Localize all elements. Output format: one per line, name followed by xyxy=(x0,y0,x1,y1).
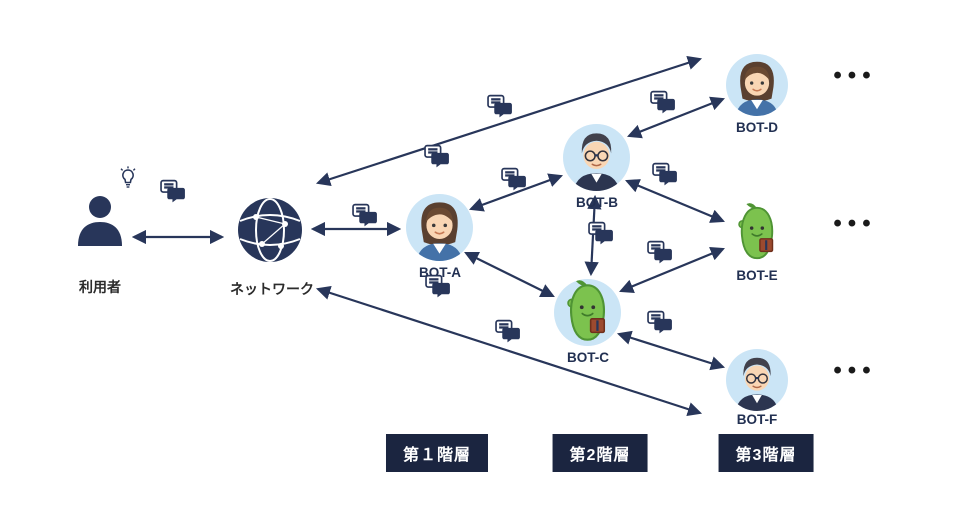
bot-c-avatar xyxy=(554,279,621,346)
bot-c-label: BOT-C xyxy=(567,350,609,365)
chat-icon xyxy=(647,240,674,264)
user-icon xyxy=(70,190,130,250)
bot-d-label: BOT-D xyxy=(736,120,778,135)
tier-3-badge: 第3階層 xyxy=(718,434,814,472)
bot-f-label: BOT-F xyxy=(736,412,778,427)
chat-icon xyxy=(425,274,452,298)
arrow-bot-a-bot-b xyxy=(468,173,564,212)
woman-avatar-icon xyxy=(726,54,788,116)
arrow-bot-b-bot-d xyxy=(627,96,725,139)
user-label: 利用者 xyxy=(79,279,121,295)
chat-icon xyxy=(487,94,514,118)
chat-icon xyxy=(650,90,677,114)
bot-d-avatar xyxy=(726,54,788,116)
chat-icon xyxy=(652,162,679,186)
arrow-network-bot-d xyxy=(315,55,703,187)
chat-icon xyxy=(352,203,379,227)
bot-b-label: BOT-B xyxy=(576,195,618,210)
bot-f-avatar xyxy=(726,349,788,411)
arrow-bot-c-bot-f xyxy=(616,330,726,371)
ellipsis-row-f: ••• xyxy=(833,357,877,384)
ellipsis-row-d: ••• xyxy=(833,62,877,89)
man-avatar-icon xyxy=(726,349,788,411)
arrow-bot-a-bot-c xyxy=(464,251,555,298)
chat-icon xyxy=(495,319,522,343)
chat-icon xyxy=(647,310,674,334)
arrow-network-bot-f xyxy=(315,285,703,417)
network-globe-icon xyxy=(234,194,306,266)
arrow-bot-c-bot-e xyxy=(619,247,725,293)
tier-2-badge: 第2階層 xyxy=(552,434,648,472)
network-label: ネットワーク xyxy=(230,281,314,297)
chat-icon xyxy=(424,144,451,168)
arrow-bot-b-bot-e xyxy=(625,179,725,223)
bot-b-avatar xyxy=(563,124,630,191)
woman-avatar-icon xyxy=(406,194,473,261)
chat-icon xyxy=(160,179,187,203)
arrow-bot-b-bot-c xyxy=(584,194,602,277)
bot-e-avatar xyxy=(726,202,788,264)
bot-e-label: BOT-E xyxy=(736,268,778,283)
chat-icon xyxy=(588,221,615,245)
chat-icon xyxy=(501,167,528,191)
bean-avatar-icon xyxy=(726,202,788,264)
bean-avatar-icon xyxy=(554,279,621,346)
tier-1-badge: 第１階層 xyxy=(385,434,489,472)
ellipsis-row-e: ••• xyxy=(833,210,877,237)
bot-a-avatar xyxy=(406,194,473,261)
man-avatar-icon xyxy=(563,124,630,191)
lightbulb-icon xyxy=(116,166,140,190)
